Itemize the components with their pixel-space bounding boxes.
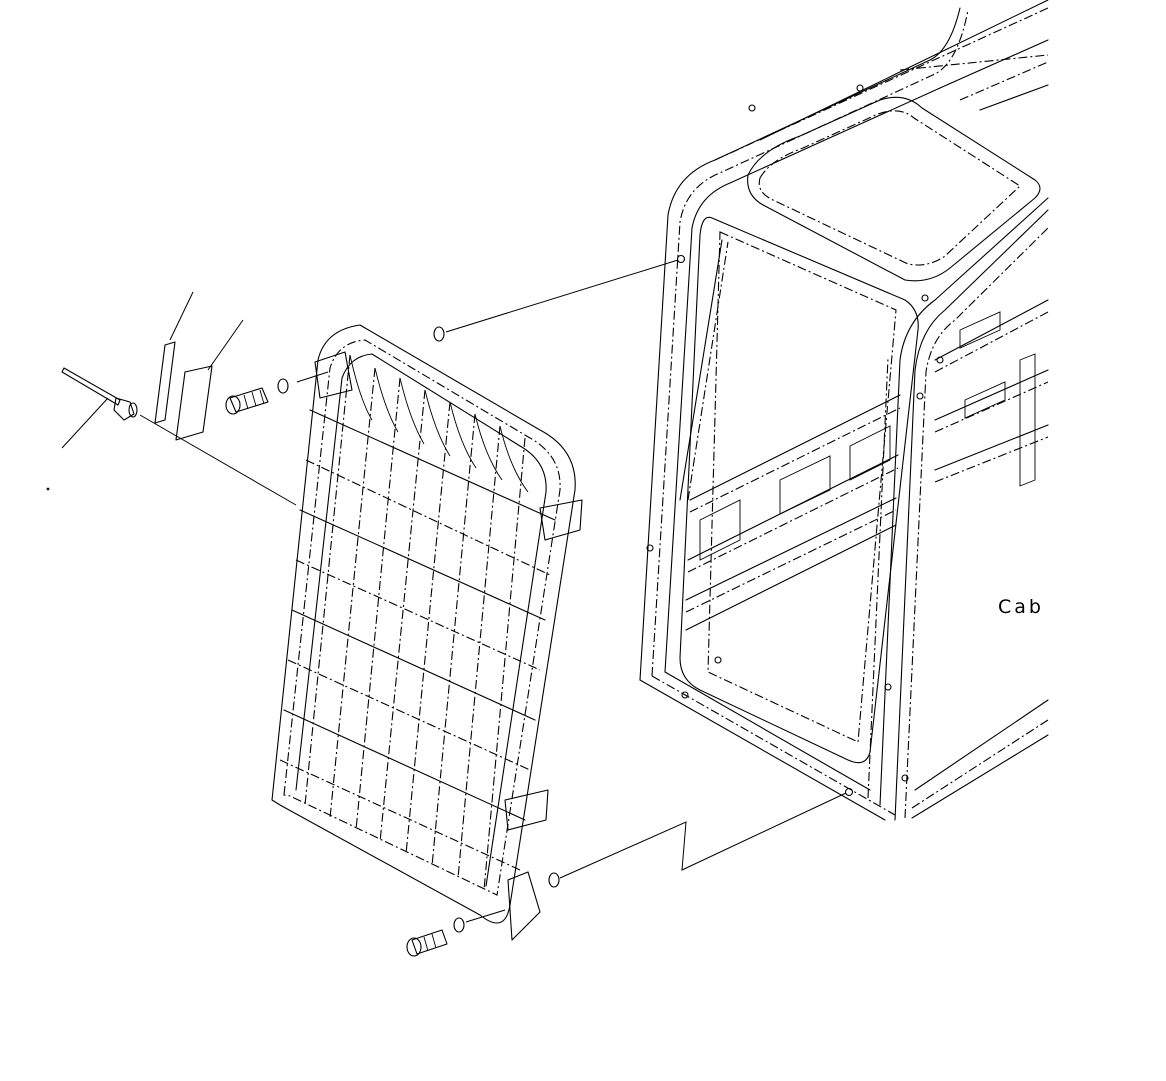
upper-bolt-washer	[225, 326, 445, 415]
cab-washer-top	[433, 326, 445, 342]
cab-label: Cab	[998, 596, 1044, 618]
lower-washer	[453, 917, 465, 933]
cab-washer-bottom	[548, 872, 560, 888]
front-guard-grid	[271, 324, 583, 941]
cab-frame	[639, 0, 1049, 821]
label-plate	[175, 365, 213, 441]
lower-bolt-washer	[406, 872, 560, 957]
spacer-strip	[154, 341, 176, 424]
upper-washer	[277, 378, 289, 394]
leader-lines	[46, 259, 847, 923]
rivet	[61, 367, 138, 421]
